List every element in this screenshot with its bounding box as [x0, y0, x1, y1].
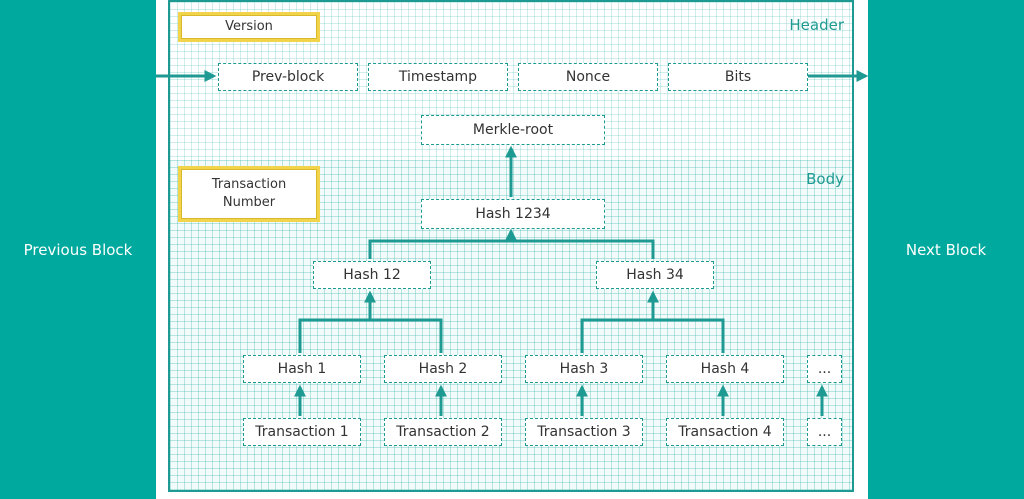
timestamp-field: Timestamp	[368, 63, 508, 91]
version-label: Version	[225, 19, 273, 34]
timestamp-field-label: Timestamp	[398, 69, 478, 85]
transaction-1-label: Transaction 1	[255, 424, 349, 440]
hash-1234-label: Hash 1234	[475, 206, 551, 222]
previous-block-label: Previous Block	[23, 240, 133, 259]
transaction-more-box: ...	[807, 418, 842, 446]
transaction-2-label: Transaction 2	[396, 424, 490, 440]
bracket-hash3-hash4	[580, 318, 725, 353]
version-box: Version	[178, 12, 320, 42]
bits-field-label: Bits	[724, 69, 752, 85]
block-container: Header Body Version Transaction Number P…	[168, 0, 854, 492]
hash-1-label: Hash 1	[277, 361, 327, 377]
transaction-3-label: Transaction 3	[537, 424, 631, 440]
next-block: Next Block	[868, 0, 1024, 499]
prev-block-field-label: Prev-block	[251, 69, 325, 85]
hash-more-label: ...	[817, 361, 832, 377]
hash-4-box: Hash 4	[666, 355, 784, 383]
transaction-number-label: Transaction Number	[211, 177, 287, 210]
hash-12-box: Hash 12	[313, 261, 431, 289]
hash-12-label: Hash 12	[343, 267, 401, 283]
transaction-4-label: Transaction 4	[678, 424, 772, 440]
next-block-label: Next Block	[905, 240, 987, 259]
hash-more-box: ...	[807, 355, 842, 383]
merkle-root-box: Merkle-root	[421, 115, 605, 145]
nonce-field-label: Nonce	[565, 69, 611, 85]
hash-2-box: Hash 2	[384, 355, 502, 383]
header-label: Header	[789, 16, 844, 34]
hash-4-label: Hash 4	[700, 361, 750, 377]
hash-1234-box: Hash 1234	[421, 199, 605, 229]
bits-field: Bits	[668, 63, 808, 91]
transaction-3-box: Transaction 3	[525, 418, 643, 446]
hash-2-label: Hash 2	[418, 361, 468, 377]
hash-3-label: Hash 3	[559, 361, 609, 377]
hash-1-box: Hash 1	[243, 355, 361, 383]
nonce-field: Nonce	[518, 63, 658, 91]
transaction-4-box: Transaction 4	[666, 418, 784, 446]
merkle-root-label: Merkle-root	[472, 122, 554, 138]
transaction-more-label: ...	[817, 424, 832, 440]
transaction-2-box: Transaction 2	[384, 418, 502, 446]
hash-34-label: Hash 34	[626, 267, 684, 283]
body-label: Body	[806, 170, 844, 188]
transaction-number-box: Transaction Number	[178, 166, 320, 222]
previous-block: Previous Block	[0, 0, 156, 499]
hash-3-box: Hash 3	[525, 355, 643, 383]
hash-34-box: Hash 34	[596, 261, 714, 289]
prev-block-field: Prev-block	[218, 63, 358, 91]
bracket-hash12-hash34	[368, 239, 655, 259]
transaction-1-box: Transaction 1	[243, 418, 361, 446]
bracket-hash1-hash2	[298, 318, 443, 353]
